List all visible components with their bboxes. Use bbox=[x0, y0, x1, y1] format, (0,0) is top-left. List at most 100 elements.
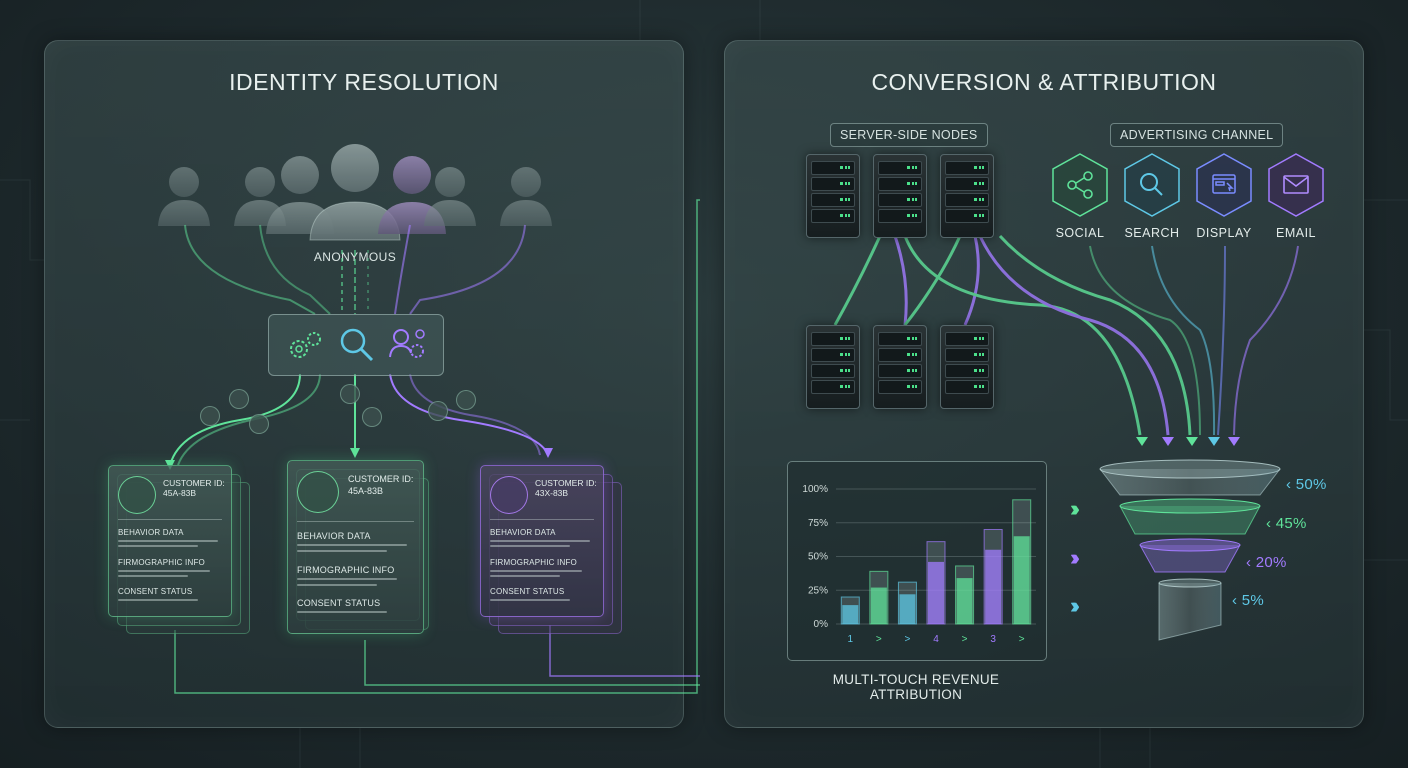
customer-id-value: 45A-83B bbox=[163, 488, 197, 498]
server-node[interactable] bbox=[940, 325, 994, 409]
user-settings-icon bbox=[389, 329, 425, 358]
funnel-value: 20% bbox=[1255, 554, 1287, 571]
chevron-right-icon: ››› bbox=[1070, 496, 1080, 521]
y-tick-label: 25% bbox=[808, 585, 828, 596]
avatar bbox=[297, 471, 339, 513]
behavior-data-label: BEHAVIOR DATA bbox=[490, 528, 556, 537]
customer-id-label: CUSTOMER ID: bbox=[163, 478, 225, 488]
y-tick-label: 50% bbox=[808, 552, 828, 563]
text-line bbox=[297, 611, 387, 613]
text-line bbox=[118, 540, 218, 542]
x-tick-label: 1 bbox=[848, 634, 854, 645]
avatar bbox=[118, 476, 156, 514]
email-channel-button[interactable] bbox=[1266, 152, 1326, 218]
processing-hub bbox=[268, 314, 444, 376]
text-line bbox=[490, 545, 570, 547]
text-line bbox=[490, 575, 560, 577]
bar-segment bbox=[928, 561, 944, 624]
server-node[interactable] bbox=[940, 154, 994, 238]
x-tick-label: > bbox=[905, 634, 911, 645]
x-tick-label: 3 bbox=[990, 634, 996, 645]
bar-segment bbox=[870, 587, 887, 624]
customer-id-label: CUSTOMER ID: bbox=[348, 474, 414, 484]
search-icon bbox=[200, 406, 220, 426]
user-silhouette-icon bbox=[309, 144, 401, 241]
server-node[interactable] bbox=[806, 325, 860, 409]
firmographic-info-label: FIRMOGRAPHIC INFO bbox=[118, 558, 205, 567]
bar-segment bbox=[985, 549, 1002, 624]
firmographic-info-label: FIRMOGRAPHIC INFO bbox=[297, 565, 395, 575]
firmographic-info-label: FIRMOGRAPHIC INFO bbox=[490, 558, 577, 567]
chart-caption: MULTI-TOUCH REVENUE ATTRIBUTION bbox=[832, 672, 1000, 702]
server-side-nodes-chip: SERVER-SIDE NODES bbox=[830, 123, 988, 147]
customer-id-value: 43X-83B bbox=[535, 488, 569, 498]
search-icon bbox=[340, 384, 360, 404]
x-tick-label: > bbox=[962, 634, 968, 645]
funnel-stage-3 bbox=[1139, 538, 1241, 573]
consent-status-label: CONSENT STATUS bbox=[297, 598, 381, 608]
x-tick-label: 4 bbox=[933, 634, 939, 645]
funnel-value: 45% bbox=[1275, 515, 1307, 532]
channel-label-display: DISPLAY bbox=[1196, 226, 1252, 240]
funnel-percent-3: ‹ 20% bbox=[1246, 554, 1287, 571]
display-icon bbox=[1212, 174, 1236, 194]
customer-profile-card[interactable]: CUSTOMER ID:43X-83B BEHAVIOR DATA FIRMOG… bbox=[480, 465, 604, 617]
search-icon bbox=[229, 389, 249, 409]
user-silhouette-icon bbox=[158, 167, 210, 226]
funnel-stage-4 bbox=[1158, 578, 1222, 641]
search-icon bbox=[456, 390, 476, 410]
consent-status-label: CONSENT STATUS bbox=[118, 587, 193, 596]
consent-status-label: CONSENT STATUS bbox=[490, 587, 565, 596]
divider bbox=[490, 519, 594, 520]
panel-title-identity: IDENTITY RESOLUTION bbox=[229, 69, 499, 95]
chevron-right-icon: ››› bbox=[1070, 593, 1080, 618]
customer-id-value: 45A-83B bbox=[348, 486, 384, 496]
text-line bbox=[118, 570, 210, 572]
text-line bbox=[490, 570, 582, 572]
divider bbox=[297, 521, 414, 522]
display-channel-button[interactable] bbox=[1194, 152, 1254, 218]
funnel-value: 50% bbox=[1295, 476, 1327, 493]
server-node[interactable] bbox=[873, 154, 927, 238]
text-line bbox=[118, 545, 198, 547]
server-node[interactable] bbox=[806, 154, 860, 238]
funnel-stage-2 bbox=[1119, 498, 1261, 535]
search-channel-button[interactable] bbox=[1122, 152, 1182, 218]
text-line bbox=[490, 540, 590, 542]
search-icon bbox=[249, 414, 269, 434]
search-icon bbox=[428, 401, 448, 421]
attribution-bar-chart: 100%75%50%25%0%1>>4>3> bbox=[802, 484, 1036, 645]
gears-icon bbox=[290, 332, 321, 358]
search-icon bbox=[1140, 173, 1163, 196]
hexagon-frame bbox=[1268, 153, 1324, 217]
funnel-percent-1: ‹ 50% bbox=[1286, 476, 1327, 493]
behavior-data-label: BEHAVIOR DATA bbox=[118, 528, 184, 537]
bar-segment bbox=[899, 594, 916, 624]
avatar bbox=[490, 476, 528, 514]
anonymous-label: ANONYMOUS bbox=[313, 250, 397, 264]
anonymous-users-group bbox=[158, 144, 552, 241]
user-silhouette-icon bbox=[500, 167, 552, 226]
divider bbox=[118, 519, 222, 520]
bar-segment bbox=[956, 578, 973, 624]
server-node[interactable] bbox=[873, 325, 927, 409]
text-line bbox=[297, 584, 377, 586]
y-tick-label: 0% bbox=[814, 619, 829, 630]
social-channel-button[interactable] bbox=[1050, 152, 1110, 218]
x-tick-label: > bbox=[1019, 634, 1025, 645]
customer-profile-card[interactable]: CUSTOMER ID:45A-83B BEHAVIOR DATA FIRMOG… bbox=[108, 465, 232, 617]
funnel-percent-2: ‹ 45% bbox=[1266, 515, 1307, 532]
hexagon-frame bbox=[1052, 153, 1108, 217]
text-line bbox=[297, 544, 407, 546]
customer-profile-card[interactable]: CUSTOMER ID: 45A-83B BEHAVIOR DATA FIRMOG… bbox=[287, 460, 424, 634]
funnel-value: 5% bbox=[1241, 592, 1265, 609]
user-silhouette-icon bbox=[424, 167, 476, 226]
behavior-data-label: BEHAVIOR DATA bbox=[297, 531, 371, 541]
channel-label-social: SOCIAL bbox=[1055, 226, 1105, 240]
text-line bbox=[297, 550, 387, 552]
identity-flow-lines bbox=[165, 199, 700, 694]
channel-label-email: EMAIL bbox=[1275, 226, 1316, 240]
panel-title-conversion: CONVERSION & ATTRIBUTION bbox=[871, 69, 1217, 95]
text-line bbox=[118, 599, 198, 601]
